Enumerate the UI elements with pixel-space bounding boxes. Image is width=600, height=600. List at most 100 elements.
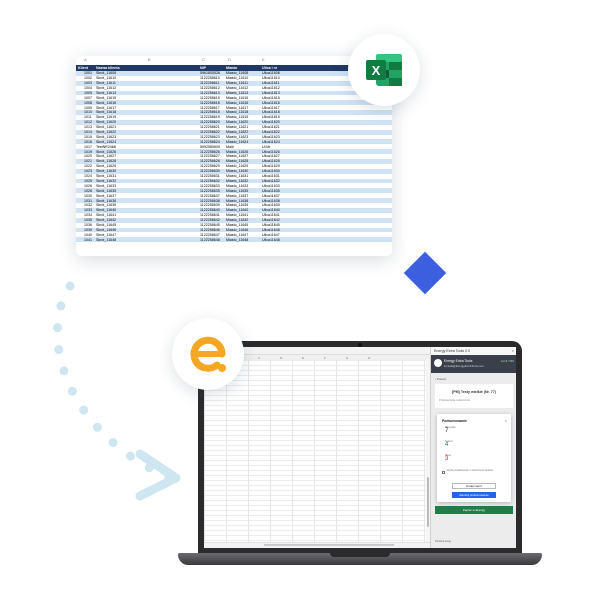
table-cell[interactable]: Skrót_11612 <box>94 85 198 91</box>
table-cell[interactable]: Ulica11641 <box>260 212 392 218</box>
table-cell[interactable]: Skrót_11611 <box>94 80 198 86</box>
table-cell[interactable]: Skrót_11635 <box>94 188 198 194</box>
table-cell[interactable]: 1122258621 <box>198 124 224 130</box>
table-cell[interactable]: Skrót_11623 <box>94 134 198 140</box>
table-cell[interactable]: Miasto_11618 <box>224 110 260 116</box>
table-cell[interactable]: 1023 <box>82 168 94 174</box>
table-cell[interactable]: Ulica11629 <box>260 163 392 169</box>
table-cell[interactable]: Skrót_11624 <box>94 139 198 145</box>
table-cell[interactable]: 1032 <box>82 203 94 208</box>
table-cell[interactable]: Skrót_11638 <box>94 198 198 204</box>
table-cell[interactable]: 1122258611 <box>198 80 224 86</box>
table-cell[interactable]: 1031 <box>82 198 94 204</box>
table-cell[interactable]: Ulica11628 <box>260 159 392 164</box>
table-cell[interactable]: Ulica11626 <box>260 149 392 155</box>
table-cell[interactable]: Ulica11638 <box>260 198 392 204</box>
table-cell[interactable]: Miasto_11611 <box>224 80 260 86</box>
column-header[interactable]: Klient <box>76 65 94 71</box>
table-cell[interactable]: Ulica11630 <box>260 168 392 174</box>
save-to-energy-button[interactable]: Zapisz w Energy <box>435 506 513 514</box>
column-header[interactable]: Nazwa klienta <box>94 65 198 71</box>
table-cell[interactable]: 1122258624 <box>198 139 224 145</box>
table-cell[interactable]: Ulica11612 <box>260 85 392 91</box>
table-cell[interactable]: Miasto_11626 <box>224 149 260 155</box>
table-cell[interactable]: Ulica11616 <box>260 100 392 106</box>
table-cell[interactable]: 1122258642 <box>198 217 224 223</box>
table-cell[interactable]: 1035 <box>82 217 94 223</box>
table-cell[interactable]: Ulica11635 <box>260 188 392 194</box>
table-cell[interactable]: 1001 <box>82 71 94 76</box>
table-cell[interactable]: Miasto_11613 <box>224 90 260 96</box>
table-cell[interactable]: Skrót_11617 <box>94 105 198 111</box>
column-header[interactable]: Miasto <box>224 65 260 71</box>
table-cell[interactable]: Skrót_11640 <box>94 207 198 213</box>
table-cell[interactable]: Ulica11639 <box>260 203 392 208</box>
table-cell[interactable]: 5992580600 <box>198 144 224 150</box>
table-cell[interactable]: Skrót_11618 <box>94 110 198 116</box>
table-cell[interactable]: 1014 <box>82 129 94 135</box>
table-cell[interactable]: 1024 <box>82 173 94 179</box>
table-cell[interactable]: Ulica11632 <box>260 178 392 184</box>
table-cell[interactable]: Skrót_11628 <box>94 159 198 164</box>
column-header[interactable]: Ulica i nr <box>260 65 392 71</box>
table-cell[interactable]: 1122258618 <box>198 110 224 116</box>
scrollbar-thumb[interactable] <box>427 477 429 527</box>
close-icon[interactable]: × <box>511 348 514 353</box>
table-cell[interactable]: Miasto_11615 <box>224 95 260 101</box>
table-cell[interactable]: Skrót_11615 <box>94 95 198 101</box>
table-cell[interactable]: Skrót_11642 <box>94 217 198 223</box>
table-cell[interactable]: Miasto_11646 <box>224 227 260 233</box>
table-cell[interactable]: Miasto_11620 <box>224 119 260 125</box>
table-cell[interactable]: Skrót_11616 <box>94 100 198 106</box>
table-cell[interactable]: 1122258632 <box>198 178 224 184</box>
table-cell[interactable]: Ulica11631 <box>260 173 392 179</box>
table-cell[interactable]: Skrót_11627 <box>94 154 198 160</box>
table-cell[interactable]: 1122258635 <box>198 188 224 194</box>
table-cell[interactable]: TestNR2468 <box>94 144 198 150</box>
table-cell[interactable]: 1033 <box>82 207 94 213</box>
table-cell[interactable]: 1122258627 <box>198 154 224 160</box>
table-cell[interactable]: Miasto_11610 <box>224 75 260 81</box>
table-cell[interactable]: Miasto_11633 <box>224 183 260 189</box>
table-cell[interactable]: 1008 <box>82 100 94 106</box>
table-cell[interactable]: Miasto_11623 <box>224 134 260 140</box>
table-cell[interactable]: Miasto_11624 <box>224 139 260 145</box>
table-cell[interactable]: Miasto_11627 <box>224 154 260 160</box>
table-cell[interactable]: Skrót_11619 <box>94 115 198 120</box>
table-cell[interactable]: Miasto_11647 <box>224 232 260 238</box>
table-cell[interactable]: 1122258631 <box>198 173 224 179</box>
table-cell[interactable]: 1003 <box>82 80 94 86</box>
table-cell[interactable]: Ulica11647 <box>260 232 392 238</box>
table-cell[interactable]: 1017 <box>82 144 94 150</box>
table-cell[interactable]: 1122258619 <box>198 115 224 120</box>
table-cell[interactable]: Ulica11648 <box>260 237 392 243</box>
table-cell[interactable]: 1122258638 <box>198 198 224 204</box>
table-cell[interactable]: 1013 <box>82 124 94 130</box>
table-cell[interactable]: 1122258639 <box>198 203 224 208</box>
table-cell[interactable]: Ulica11622 <box>260 129 392 135</box>
table-cell[interactable]: Miasto_11642 <box>224 217 260 223</box>
table-cell[interactable]: Miasto_11638 <box>224 198 260 204</box>
table-cell[interactable]: 1122258645 <box>198 222 224 228</box>
table-cell[interactable]: 1122258617 <box>198 105 224 111</box>
table-cell[interactable]: 1122258648 <box>198 237 224 243</box>
table-cell[interactable]: Ulica11623 <box>260 134 392 140</box>
table-cell[interactable]: 1122258640 <box>198 207 224 213</box>
table-cell[interactable]: 1021 <box>82 159 94 164</box>
horizontal-scrollbar[interactable] <box>264 544 394 546</box>
